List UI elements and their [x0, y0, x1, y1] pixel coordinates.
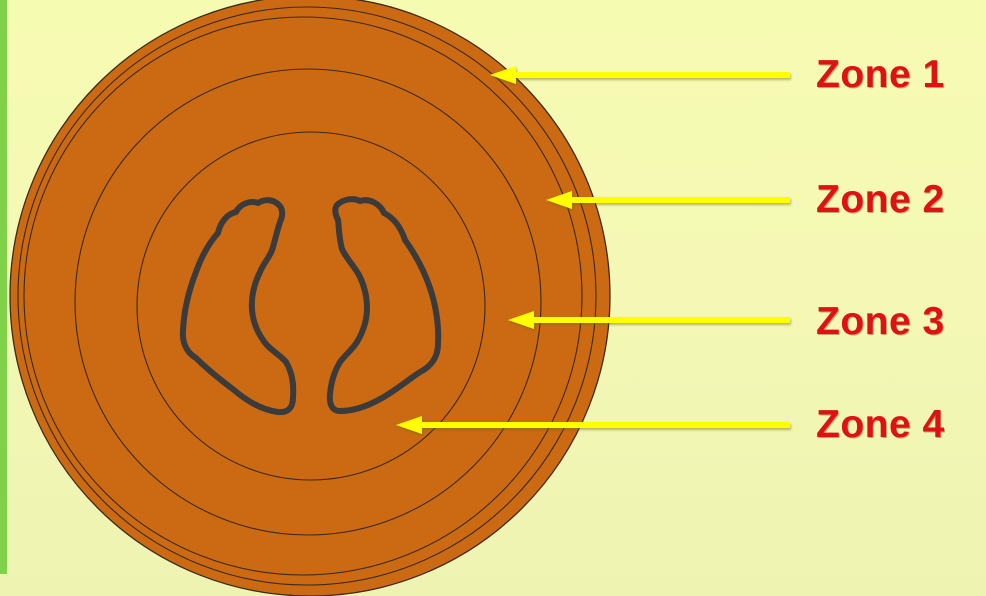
concentric-disc [10, 0, 610, 596]
arrow-shaft [532, 317, 790, 323]
arrow-shaft [514, 72, 790, 78]
arrow-shaft [420, 422, 790, 428]
zone-4-label: Zone 4 [816, 403, 981, 447]
outer-disc-edge [10, 0, 610, 596]
arrow-shaft [570, 197, 790, 203]
zone-2-label: Zone 2 [816, 178, 981, 222]
zone-3-label: Zone 3 [816, 300, 981, 344]
zone-1-arrow [490, 66, 790, 84]
zone-1-label: Zone 1 [816, 53, 981, 97]
